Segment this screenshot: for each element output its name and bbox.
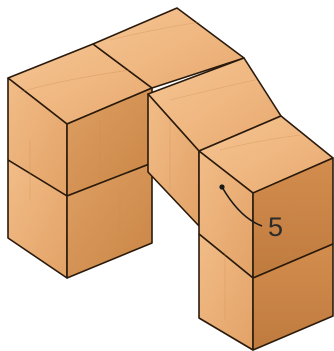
callout-label: 5 — [268, 212, 283, 242]
